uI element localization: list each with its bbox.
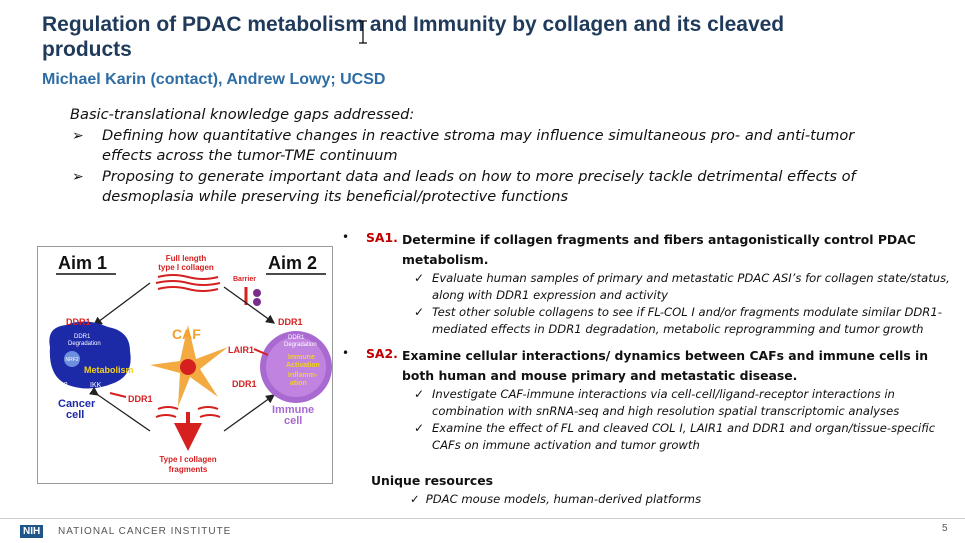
- bullet-icon: •: [342, 230, 350, 244]
- arrow-bullet-icon: ➢: [72, 127, 84, 144]
- check-icon: ✓: [414, 421, 425, 435]
- ddr1-degradation-label-2: Degradation: [68, 341, 101, 347]
- lair1-label: LAIR1: [228, 345, 254, 355]
- immune-cell-label-2: cell: [284, 415, 302, 427]
- inflammation-label-2: ation: [290, 380, 307, 387]
- gap-item-text: Proposing to generate important data and…: [102, 167, 856, 206]
- aim-sub-text: Examine the effect of FL and cleaved COL…: [432, 421, 936, 452]
- collagen-fragments-icon: [155, 406, 221, 418]
- aim-sub-item: ✓ Investigate CAF-immune interactions vi…: [342, 386, 962, 420]
- aim-sub-text: Investigate CAF-immune interactions via …: [432, 387, 900, 418]
- immune-activation-label-2: Activation: [286, 362, 320, 369]
- metabolism-label: Metabolism: [84, 365, 134, 375]
- immune-ddr1-deg-label: DDR1: [288, 335, 305, 341]
- gaps-heading: Basic-translational knowledge gaps addre…: [70, 106, 415, 123]
- aim-text: Examine cellular interactions/ dynamics …: [402, 348, 929, 383]
- cancer-cell-label: Cancer: [58, 398, 96, 410]
- gap-item: ➢ Proposing to generate important data a…: [70, 167, 890, 208]
- aim-label: SA1.: [366, 230, 398, 245]
- caf-label: CAF: [172, 326, 201, 342]
- gap-item: ➢ Defining how quantitative changes in r…: [70, 126, 890, 167]
- ddr1-right-bottom-label: DDR1: [232, 379, 257, 389]
- institute-name: NATIONAL CANCER INSTITUTE: [58, 526, 232, 537]
- immune-cell-label: Immune: [272, 404, 314, 416]
- barrier-icon: [244, 287, 261, 306]
- full-length-label: Full length: [166, 254, 207, 263]
- barrier-label: Barrier: [233, 276, 256, 283]
- collagen-fibers-icon: [155, 274, 221, 292]
- cancer-cell-icon: [49, 321, 131, 389]
- cancer-cell-label-2: cell: [66, 409, 84, 421]
- check-icon: ✓: [414, 387, 425, 401]
- fragments-label-2: fragments: [169, 465, 208, 474]
- ddr1-right-top-label: DDR1: [278, 317, 303, 327]
- slide-title: Regulation of PDAC metabolism and Immuni…: [42, 13, 785, 61]
- bullet-icon: •: [342, 346, 350, 360]
- fragments-label: Type I collagen: [159, 455, 216, 464]
- aim-sub-text: Evaluate human samples of primary and me…: [432, 271, 950, 302]
- inflammation-label: Inflamm-: [288, 372, 318, 379]
- page-number: 5: [942, 523, 948, 534]
- aim-item: • SA1. Determine if collagen fragments a…: [342, 230, 962, 270]
- check-icon: ✓: [414, 305, 425, 319]
- unique-resources-heading: Unique resources: [371, 473, 493, 488]
- aim-sub-item: ✓ Evaluate human samples of primary and …: [342, 270, 962, 304]
- nrf2-label: NRF2: [65, 357, 78, 363]
- full-length-label-2: type I collagen: [158, 263, 214, 272]
- arrow-bullet-icon: ➢: [72, 168, 84, 185]
- aim1-label: Aim 1: [58, 253, 107, 273]
- immune-ddr1-deg-label-2: Degradation: [284, 342, 317, 348]
- aim-item: • SA2. Examine cellular interactions/ dy…: [342, 346, 962, 386]
- specific-aims-list: • SA1. Determine if collagen fragments a…: [342, 230, 962, 454]
- ikk-label: IKK: [90, 382, 102, 389]
- aims-diagram: Aim 1 Aim 2 Full length type I collagen …: [37, 246, 333, 484]
- ddr1-bottom-label: DDR1: [128, 394, 153, 404]
- nih-logo: NIH: [20, 525, 44, 538]
- aim-sub-text: Test other soluble collagens to see if F…: [432, 305, 942, 336]
- knowledge-gaps: Basic-translational knowledge gaps addre…: [70, 105, 890, 208]
- aim-label: SA2.: [366, 346, 398, 361]
- check-icon: ✓: [414, 271, 425, 285]
- aim-sub-item: ✓ Examine the effect of FL and cleaved C…: [342, 420, 962, 454]
- immune-cell-icon: [260, 331, 332, 403]
- footer-divider: [0, 518, 965, 519]
- ddr1-degradation-label: DDR1: [74, 334, 91, 340]
- gap-item-text: Defining how quantitative changes in rea…: [102, 126, 855, 165]
- aim-sub-item: ✓ Test other soluble collagens to see if…: [342, 304, 962, 338]
- aim2-label: Aim 2: [268, 253, 317, 273]
- caf-cell-icon: [150, 325, 228, 407]
- ddr1-left-label: DDR1: [66, 317, 91, 327]
- slide-subtitle: Michael Karin (contact), Andrew Lowy; UC…: [42, 71, 386, 88]
- aim-text: Determine if collagen fragments and fibe…: [402, 232, 916, 267]
- unique-resource-item: ✓ PDAC mouse models, human-derived platfo…: [410, 492, 701, 506]
- unique-resource-text: PDAC mouse models, human-derived platfor…: [425, 492, 702, 506]
- check-icon: ✓: [410, 492, 420, 506]
- p62-label: p62: [56, 382, 68, 389]
- text-cursor-icon: [359, 20, 367, 44]
- immune-activation-label: Immune: [288, 354, 315, 361]
